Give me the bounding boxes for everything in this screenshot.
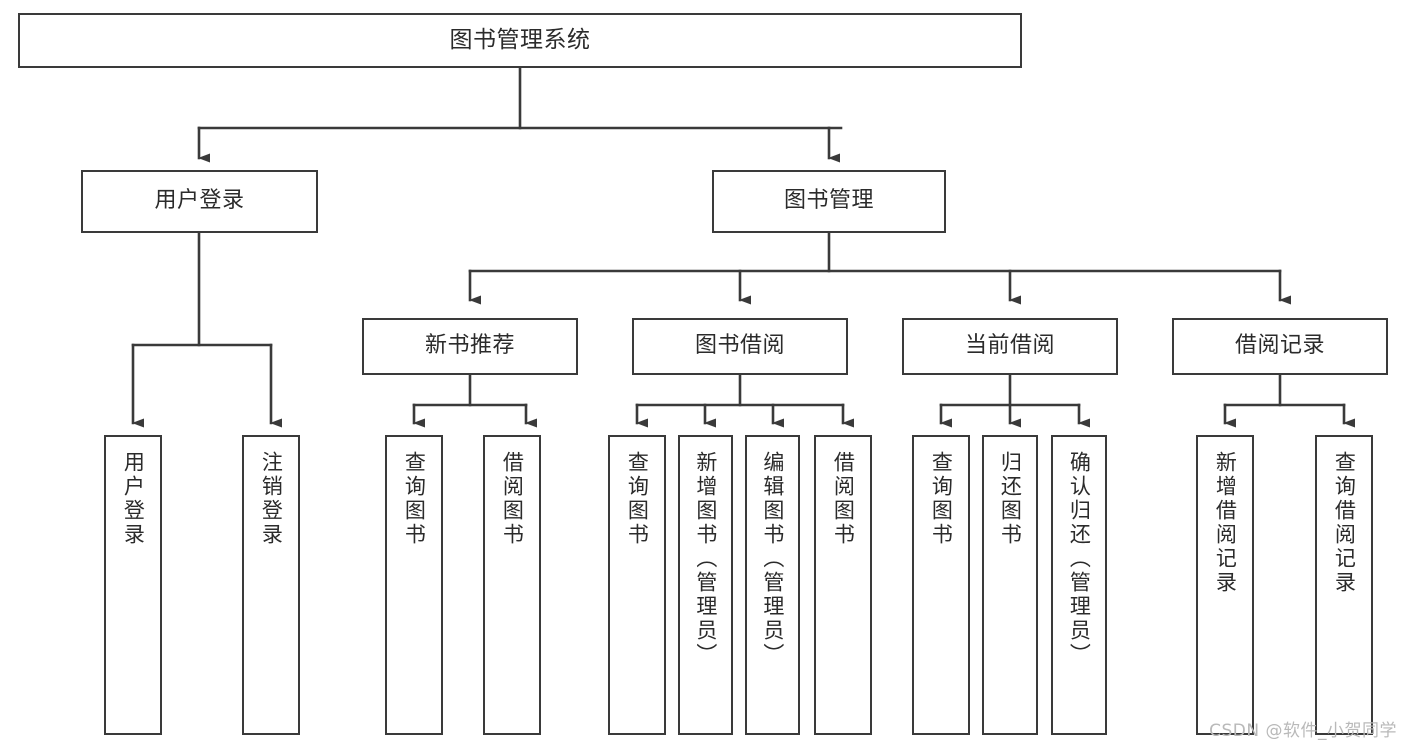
node-label: 用户登录: [121, 451, 146, 547]
node-label: 注销登录: [259, 451, 284, 547]
csdn-watermark: CSDN @软件_小贺同学: [1209, 721, 1397, 741]
node-book-borrow[interactable]: 图书借阅: [632, 318, 848, 375]
node-root-book-management-system[interactable]: 图书管理系统: [18, 13, 1022, 68]
leaf-current-query-book[interactable]: 查询图书: [912, 435, 970, 735]
node-new-book-recommend[interactable]: 新书推荐: [362, 318, 578, 375]
node-label: 查询图书: [625, 451, 650, 547]
node-label: 借阅图书: [831, 451, 856, 547]
leaf-new-book-borrow-book[interactable]: 借阅图书: [483, 435, 541, 735]
leaf-borrow-add-book-admin[interactable]: 新增图书（管理员）: [678, 435, 733, 735]
node-label: 新书推荐: [424, 333, 515, 359]
node-label: 确认归还（管理员）: [1067, 451, 1092, 667]
node-book-management[interactable]: 图书管理: [712, 170, 946, 233]
node-label: 借阅记录: [1234, 333, 1325, 359]
node-label: 新增借阅记录: [1213, 451, 1238, 595]
node-label: 编辑图书（管理员）: [760, 451, 785, 667]
node-borrow-record[interactable]: 借阅记录: [1172, 318, 1388, 375]
node-label: 用户登录: [154, 188, 245, 214]
node-label: 当前借阅: [964, 333, 1055, 359]
node-label: 新增图书（管理员）: [693, 451, 718, 667]
node-label: 归还图书: [998, 451, 1023, 547]
leaf-user-login-login[interactable]: 用户登录: [104, 435, 162, 735]
leaf-borrow-borrow-book[interactable]: 借阅图书: [814, 435, 872, 735]
node-label: 图书借阅: [694, 333, 785, 359]
leaf-user-login-logout[interactable]: 注销登录: [242, 435, 300, 735]
leaf-current-confirm-return-admin[interactable]: 确认归还（管理员）: [1051, 435, 1107, 735]
node-label: 查询借阅记录: [1332, 451, 1357, 595]
leaf-current-return-book[interactable]: 归还图书: [982, 435, 1038, 735]
node-label: 查询图书: [929, 451, 954, 547]
node-label: 图书管理: [783, 188, 874, 214]
node-label: 查询图书: [402, 451, 427, 547]
leaf-borrow-edit-book-admin[interactable]: 编辑图书（管理员）: [745, 435, 800, 735]
leaf-record-add-record[interactable]: 新增借阅记录: [1196, 435, 1254, 735]
leaf-new-book-query-book[interactable]: 查询图书: [385, 435, 443, 735]
node-label: 图书管理系统: [449, 26, 591, 53]
node-user-login[interactable]: 用户登录: [81, 170, 318, 233]
node-current-borrow[interactable]: 当前借阅: [902, 318, 1118, 375]
node-label: 借阅图书: [500, 451, 525, 547]
leaf-record-query-record[interactable]: 查询借阅记录: [1315, 435, 1373, 735]
leaf-borrow-query-book[interactable]: 查询图书: [608, 435, 666, 735]
